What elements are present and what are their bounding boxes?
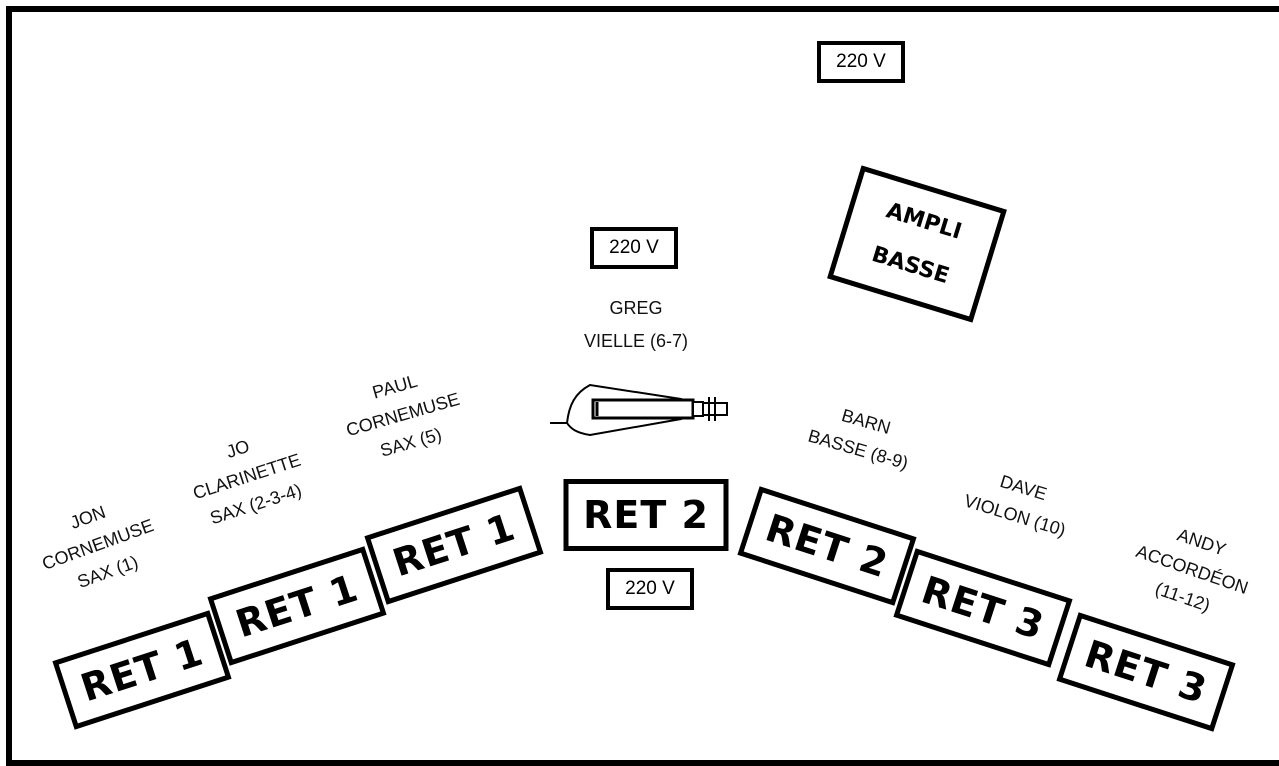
outlet-label: 220 V: [590, 227, 678, 269]
outlet-label: 220 V: [817, 41, 905, 83]
vielle-icon: [550, 383, 728, 437]
outlet-label: 220 V: [606, 568, 694, 610]
musician-greg: GREG VIELLE (6-7): [583, 298, 689, 351]
